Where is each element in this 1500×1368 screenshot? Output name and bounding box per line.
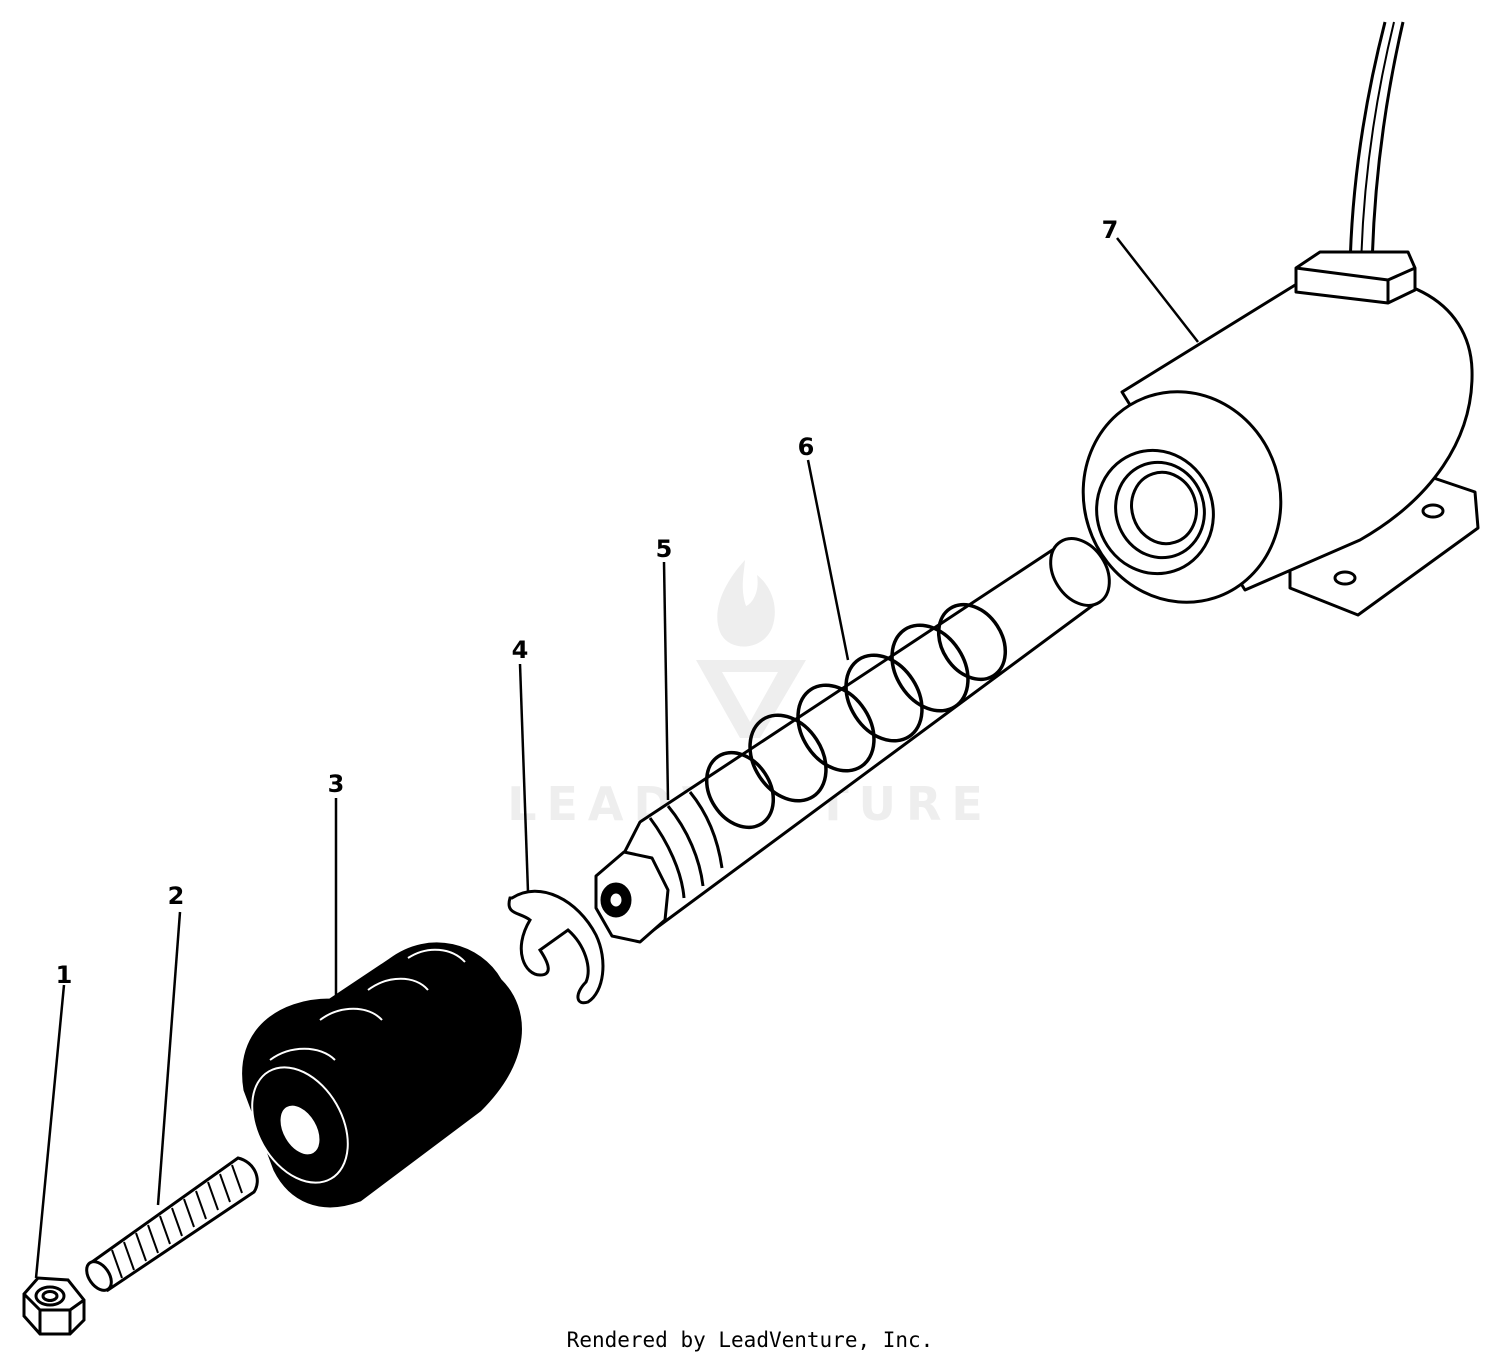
part-5-plunger[interactable]: [594, 528, 1121, 944]
part-7-solenoid-body[interactable]: [1056, 21, 1480, 628]
part-4-e-clip[interactable]: [507, 889, 605, 1005]
callout-6: 6: [798, 433, 815, 461]
part-3-rubber-boot[interactable]: [233, 942, 522, 1208]
leader-lines: [34, 237, 1199, 1279]
callout-7: 7: [1102, 216, 1119, 244]
part-1-hex-nut[interactable]: [22, 1276, 86, 1336]
callout-5: 5: [656, 535, 673, 563]
callout-3: 3: [328, 770, 345, 798]
render-credit-footer: Rendered by LeadVenture, Inc.: [566, 1328, 934, 1352]
callout-labels: 1 2 3 4 5 6 7: [56, 216, 1119, 989]
part-2-threaded-stud[interactable]: [82, 1156, 259, 1295]
callout-2: 2: [168, 882, 185, 910]
part-6-spring[interactable]: [693, 592, 1019, 840]
callout-4: 4: [512, 636, 529, 664]
callout-1: 1: [56, 961, 73, 989]
